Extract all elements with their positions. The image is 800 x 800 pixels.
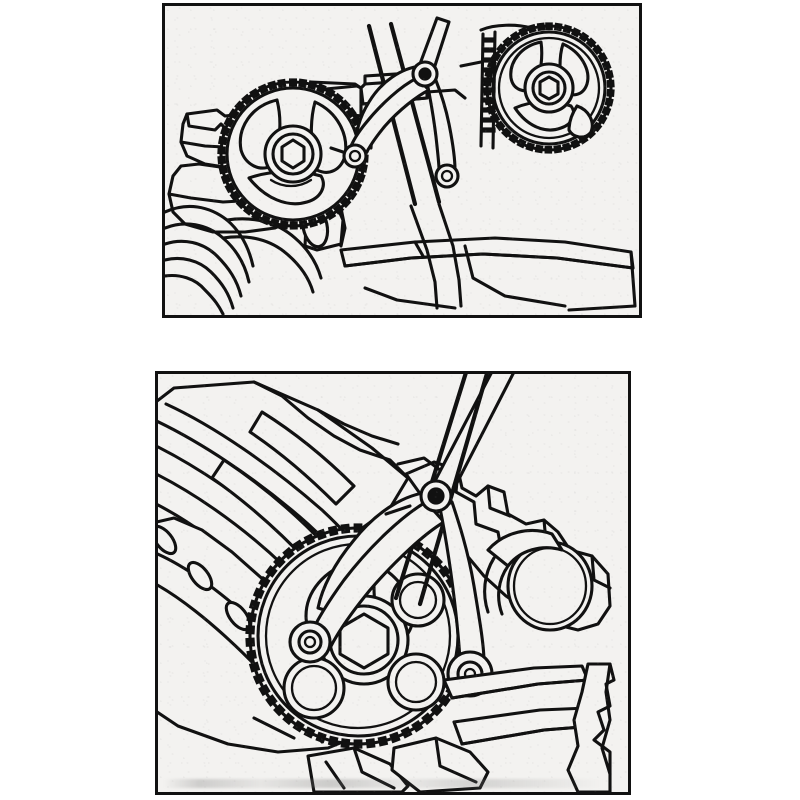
head-bolt-boss-1 [158,524,178,556]
holding-tool-bottom [288,374,515,698]
lower-casting-rail [339,236,637,312]
panel-bottom [155,371,631,795]
camshaft-sprocket-left [217,78,369,230]
head-bolt-boss-2 [186,560,214,592]
panel-top [162,3,642,318]
hex-bolt-head-left [280,138,306,170]
hex-bolt-head-center [338,612,390,670]
timing-belt-band [479,23,533,150]
panel-bottom-artwork [158,374,616,792]
timing-belt-cover-bracket [306,662,616,792]
foreground-details [329,60,483,310]
block-casting-right [404,460,612,632]
hex-bolt-head-right [538,75,560,101]
foreground-details-bottom [252,456,442,740]
panel-top-artwork [165,16,637,315]
holding-tool [342,16,460,189]
camshaft-sprocket-right [483,22,615,154]
